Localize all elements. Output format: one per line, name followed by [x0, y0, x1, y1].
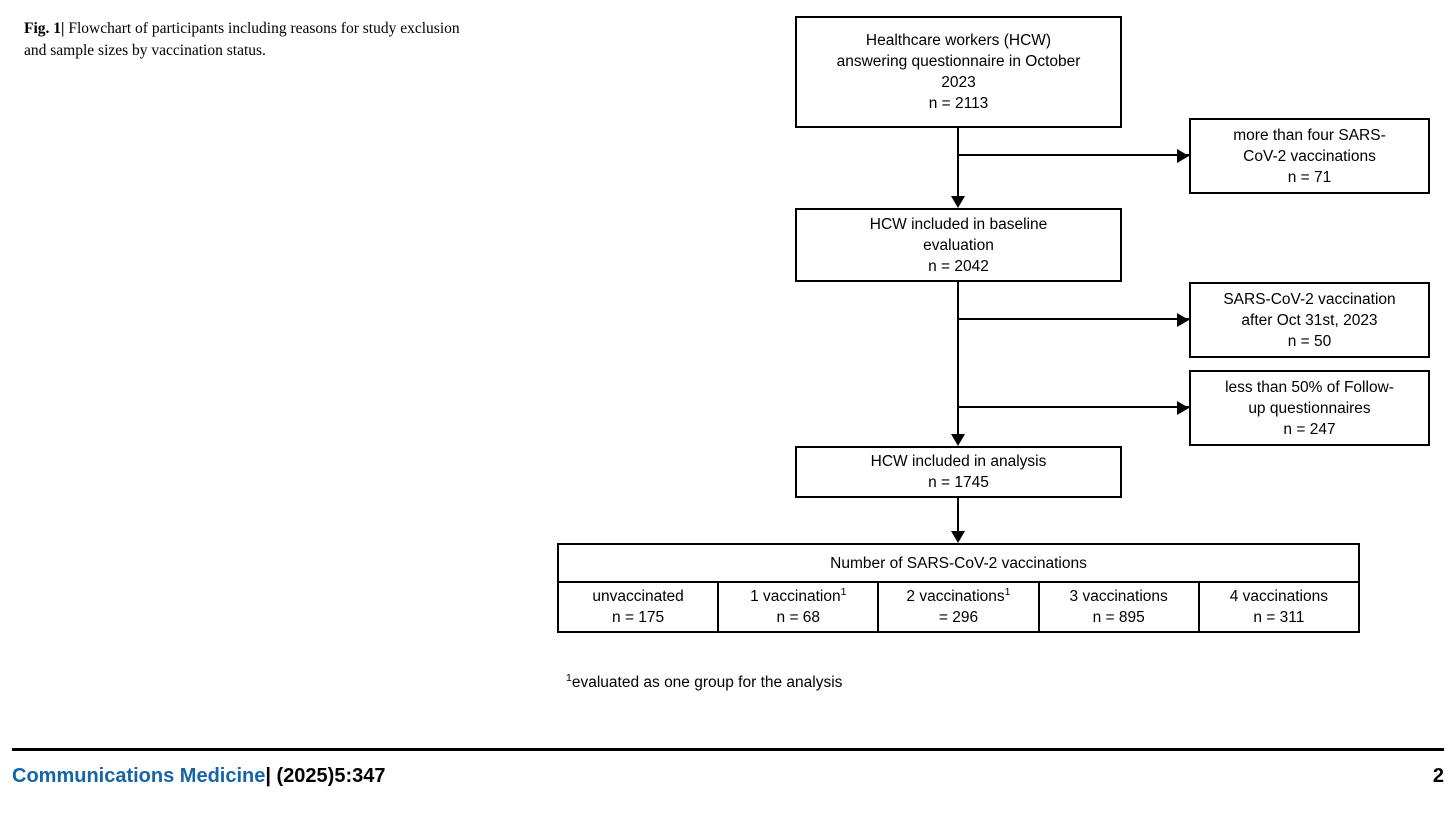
- table-row: unvaccinated n = 175 1 vaccination1 n = …: [556, 581, 1361, 633]
- cell-label: 2 vaccinations1: [906, 585, 1011, 605]
- node-line: n = 247: [1283, 420, 1336, 438]
- connector-branch-exclusion-3: [957, 406, 1197, 408]
- cell-value: n = 311: [1253, 609, 1305, 626]
- arrowhead-right-icon: [1177, 401, 1189, 415]
- cell-label: unvaccinated: [592, 588, 684, 605]
- arrowhead-right-icon: [1177, 313, 1189, 327]
- node-line: after Oct 31st, 2023: [1241, 311, 1378, 329]
- footnote-marker: 1: [566, 671, 572, 684]
- cell-value: n = 175: [612, 609, 665, 626]
- node-line: n = 2113: [928, 95, 989, 112]
- node-line: HCW included in baseline: [869, 215, 1048, 233]
- footer-citation: Communications Medicine| (2025)5:347: [12, 765, 386, 788]
- connector-branch-exclusion-2: [957, 318, 1197, 320]
- table-cell-one-vaccination: 1 vaccination1 n = 68: [717, 581, 880, 633]
- node-line: SARS-CoV-2 vaccination: [1223, 290, 1396, 308]
- node-line: evaluation: [923, 236, 994, 254]
- table-cell-unvaccinated: unvaccinated n = 175: [556, 581, 720, 633]
- arrowhead-down-icon: [951, 434, 965, 446]
- table-header-row: Number of SARS-CoV-2 vaccinations: [557, 543, 1360, 583]
- table-cell-three-vaccinations: 3 vaccinations n = 895: [1037, 581, 1200, 633]
- issue-info: | (2025)5:347: [265, 765, 386, 787]
- arrowhead-right-icon: [1177, 149, 1189, 163]
- connector-branch-exclusion-1: [957, 154, 1197, 156]
- connector-baseline-to-analysis: [957, 282, 959, 434]
- table-header-cell: Number of SARS-CoV-2 vaccinations: [557, 543, 1360, 583]
- figure-caption: Fig. 1| Flowchart of participants includ…: [24, 18, 460, 62]
- cell-value: = 296: [938, 609, 979, 626]
- node-line: CoV-2 vaccinations: [1243, 147, 1376, 165]
- page-number: 2: [1432, 765, 1444, 787]
- node-line: n = 2042: [928, 257, 989, 275]
- footnote-marker: 1: [840, 585, 847, 598]
- node-hcw-analysis: HCW included in analysis n = 1745: [795, 446, 1122, 498]
- cell-label: 3 vaccinations: [1069, 588, 1168, 605]
- table-cell-four-vaccinations: 4 vaccinations n = 311: [1197, 581, 1361, 633]
- arrowhead-down-icon: [951, 196, 965, 208]
- vaccination-counts-table: Number of SARS-CoV-2 vaccinations unvacc…: [556, 543, 1361, 633]
- cell-value: n = 895: [1092, 609, 1145, 626]
- node-line: n = 71: [1287, 168, 1332, 186]
- cell-value: n = 68: [776, 609, 821, 626]
- node-line: Healthcare workers (HCW): [865, 32, 1052, 49]
- caption-separator: |: [61, 20, 65, 37]
- connector-analysis-to-table: [957, 498, 959, 531]
- node-exclusion-followup: less than 50% of Follow- up questionnair…: [1189, 370, 1430, 446]
- figure-label: Fig. 1: [24, 20, 62, 37]
- footnote-marker: 1: [1004, 585, 1011, 598]
- node-line: n = 1745: [928, 474, 989, 491]
- arrowhead-down-icon: [951, 531, 965, 543]
- caption-text: Flowchart of participants including reas…: [24, 20, 460, 59]
- node-line: HCW included in analysis: [870, 453, 1047, 470]
- node-line: up questionnaires: [1248, 399, 1371, 417]
- cell-label: 1 vaccination1: [750, 585, 847, 605]
- node-line: less than 50% of Follow-: [1225, 378, 1394, 396]
- node-line: more than four SARS-: [1233, 126, 1386, 144]
- node-line: answering questionnaire in October: [836, 53, 1081, 70]
- footnote-text: evaluated as one group for the analysis: [571, 674, 843, 691]
- journal-name: Communications Medicine: [12, 765, 266, 787]
- node-hcw-baseline: HCW included in baseline evaluation n = …: [795, 208, 1122, 282]
- footer-divider: [12, 748, 1444, 751]
- connector-questionnaire-to-baseline: [957, 128, 959, 196]
- table-cell-two-vaccinations: 2 vaccinations1 = 296: [877, 581, 1040, 633]
- cell-label: 4 vaccinations: [1229, 588, 1328, 605]
- node-line: n = 50: [1287, 332, 1332, 350]
- node-hcw-questionnaire: Healthcare workers (HCW) answering quest…: [795, 16, 1122, 128]
- table-footnote: 1evaluated as one group for the analysis: [566, 673, 842, 693]
- flowchart: Healthcare workers (HCW) answering quest…: [556, 16, 1430, 693]
- node-line: 2023: [941, 74, 976, 91]
- node-exclusion-more-than-four: more than four SARS- CoV-2 vaccinations …: [1189, 118, 1430, 194]
- page-footer: Communications Medicine| (2025)5:347 2: [12, 765, 1444, 788]
- node-exclusion-late-vaccination: SARS-CoV-2 vaccination after Oct 31st, 2…: [1189, 282, 1430, 358]
